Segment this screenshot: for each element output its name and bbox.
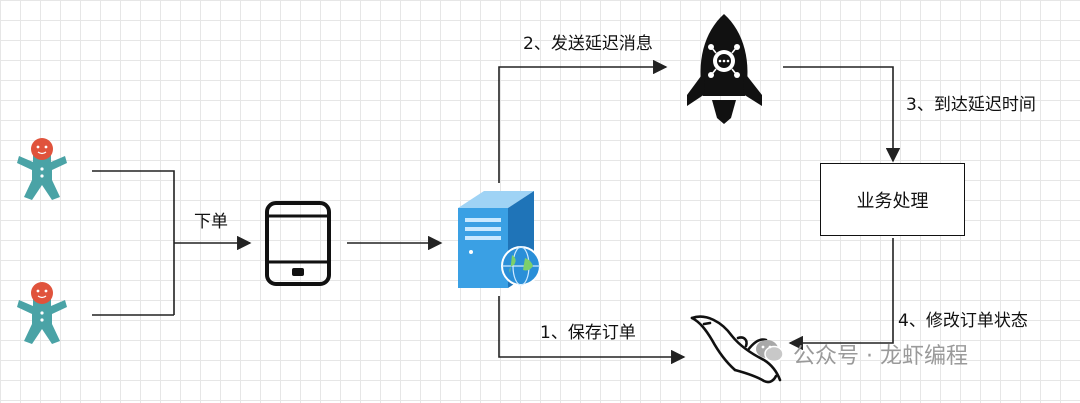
send-delay-arrow	[498, 59, 668, 183]
rocket-mq-icon	[687, 14, 762, 124]
tablet-icon	[265, 201, 331, 286]
watermark: 公众号 · 龙虾编程	[755, 338, 968, 370]
mysql-dolphin-icon	[690, 315, 782, 384]
gingerbread-user-icon	[17, 138, 67, 200]
reach-delay-arrow	[783, 66, 901, 163]
watermark-text: 公众号 · 龙虾编程	[793, 344, 968, 369]
wechat-icon	[755, 338, 785, 370]
business-process-box: 业务处理	[820, 163, 965, 236]
send-delay-message-label: 2、发送延迟消息	[523, 34, 653, 54]
save-order-arrow	[498, 296, 686, 365]
gingerbread-user-icon	[17, 282, 67, 344]
save-order-label: 1、保存订单	[540, 323, 636, 343]
order-label: 下单	[194, 212, 228, 232]
user-top-connector	[92, 170, 175, 315]
update-order-status-label: 4、修改订单状态	[898, 311, 1028, 331]
update-status-arrow	[788, 238, 894, 351]
business-process-label: 业务处理	[856, 190, 929, 212]
reach-delay-time-label: 3、到达延迟时间	[906, 95, 1036, 115]
server-globe-icon	[458, 191, 541, 288]
